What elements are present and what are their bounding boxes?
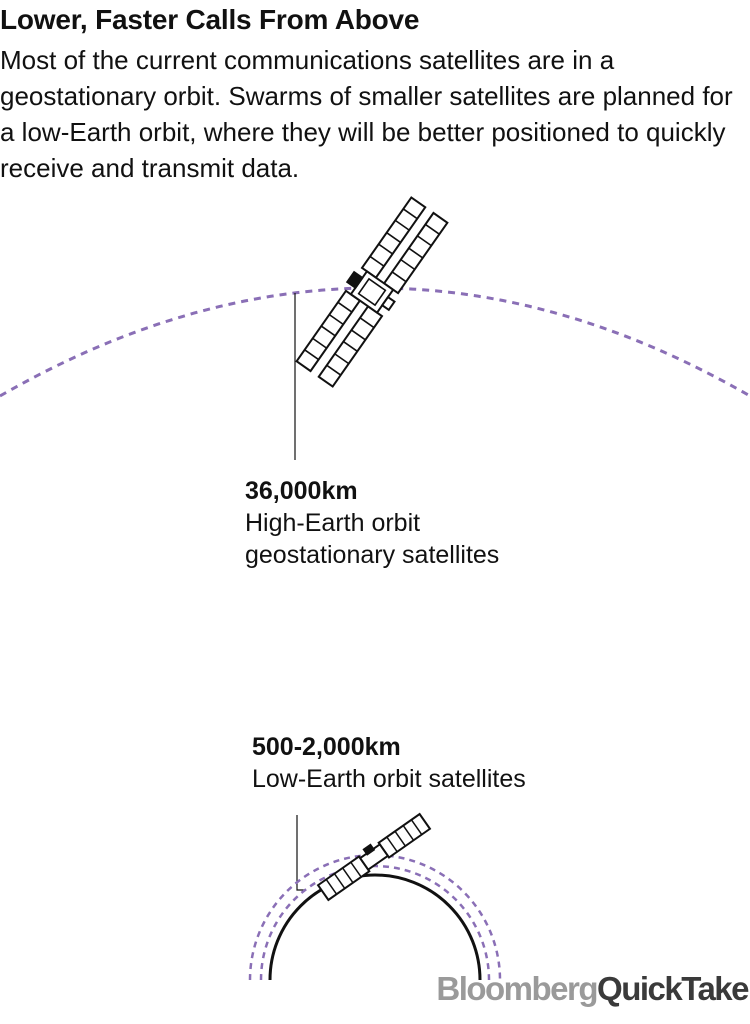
bloomberg-quicktake-logo: BloombergQuickTake <box>436 970 749 1008</box>
low-orbit-description: Low-Earth orbit satellites <box>252 765 526 793</box>
page-subtitle: Most of the current communications satel… <box>0 45 733 183</box>
low-orbit-label: 500-2,000km Low-Earth orbit satellites <box>252 731 526 795</box>
earth-arc <box>268 873 482 981</box>
high-orbit-description-line1: High-Earth orbit <box>245 509 421 537</box>
high-orbit-altitude: 36,000km <box>245 477 358 505</box>
low-orbit-leader-line <box>296 815 306 891</box>
small-satellite-icon <box>316 812 432 902</box>
low-orbit-arc-outer <box>248 853 502 981</box>
logo-product: QuickTake <box>597 970 749 1007</box>
logo-brand: Bloomberg <box>436 970 598 1007</box>
high-orbit-label: 36,000km High-Earth orbit geostationary … <box>245 475 499 571</box>
page-title: Lower, Faster Calls From Above <box>0 4 420 35</box>
large-satellite-icon <box>295 196 449 388</box>
high-orbit-description-line2: geostationary satellites <box>245 541 500 569</box>
low-orbit-altitude: 500-2,000km <box>252 733 401 761</box>
low-orbit-arc-inner <box>259 864 491 981</box>
